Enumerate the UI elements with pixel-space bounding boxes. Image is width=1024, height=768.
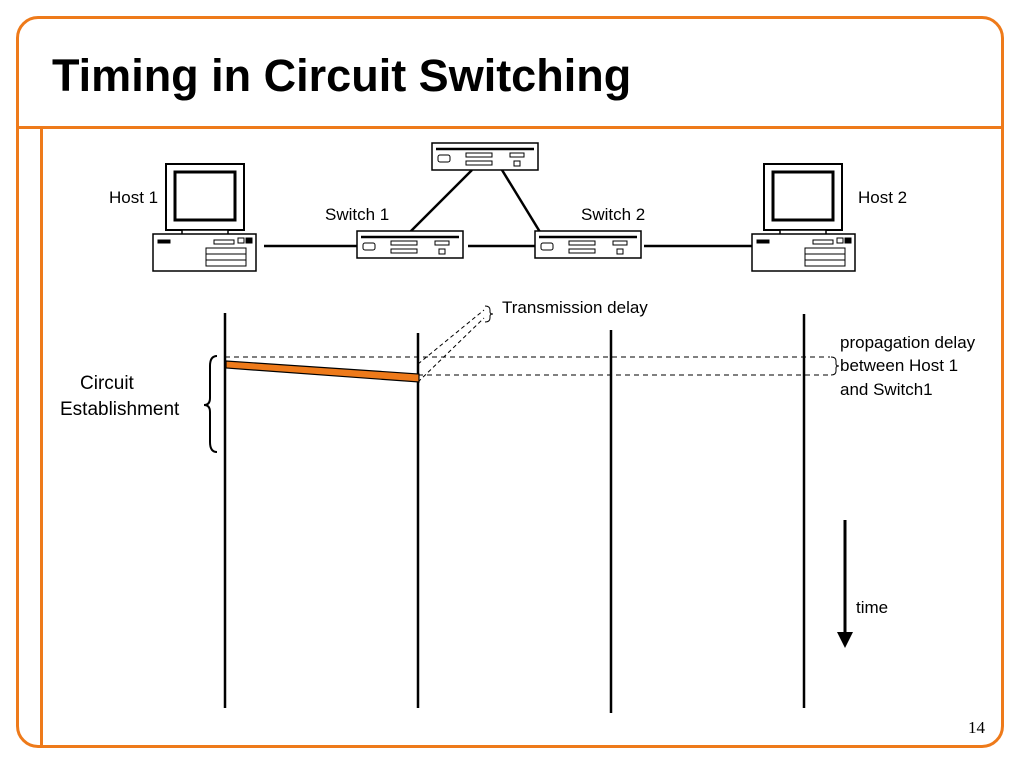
circuit-establishment-label-line1: Circuit bbox=[80, 373, 134, 394]
host1-label: Host 1 bbox=[109, 188, 159, 207]
page-number: 14 bbox=[968, 718, 985, 737]
link-switch1-top-switch bbox=[409, 169, 473, 233]
title-divider bbox=[16, 126, 1004, 129]
top-switch-icon bbox=[431, 142, 539, 171]
time-label: time bbox=[856, 598, 889, 617]
propagation-delay-brace bbox=[830, 356, 840, 376]
network-links bbox=[264, 169, 752, 248]
host2-computer-icon bbox=[751, 163, 856, 272]
timelines bbox=[223, 313, 806, 713]
switch1-label: Switch 1 bbox=[325, 205, 390, 224]
circuit-establishment-brace bbox=[203, 355, 218, 453]
circuit-establishment-label-line2: Establishment bbox=[60, 399, 180, 420]
host1-computer-icon bbox=[152, 163, 257, 272]
link-top-switch-switch2 bbox=[500, 169, 542, 233]
time-arrow bbox=[837, 520, 853, 648]
transmission-delay-label: Transmission delay bbox=[502, 298, 648, 317]
propagation-delay-guides bbox=[225, 356, 830, 376]
switch2-label: Switch 2 bbox=[581, 205, 646, 224]
propagation-delay-label-line2: between Host 1 bbox=[840, 356, 959, 375]
slide-title: Timing in Circuit Switching bbox=[52, 50, 632, 101]
slide-frame bbox=[16, 16, 1004, 748]
left-accent-line bbox=[40, 126, 43, 748]
transmission-delay-brace bbox=[484, 305, 494, 323]
setup-signal-bar bbox=[225, 360, 420, 383]
propagation-delay-label-line1: propagation delay bbox=[840, 333, 976, 352]
switch2-icon bbox=[534, 230, 642, 259]
transmission-delay-leader bbox=[417, 309, 485, 383]
host2-label: Host 2 bbox=[858, 188, 908, 207]
propagation-delay-label-line3: and Switch1 bbox=[840, 380, 933, 399]
switch1-icon bbox=[356, 230, 464, 259]
